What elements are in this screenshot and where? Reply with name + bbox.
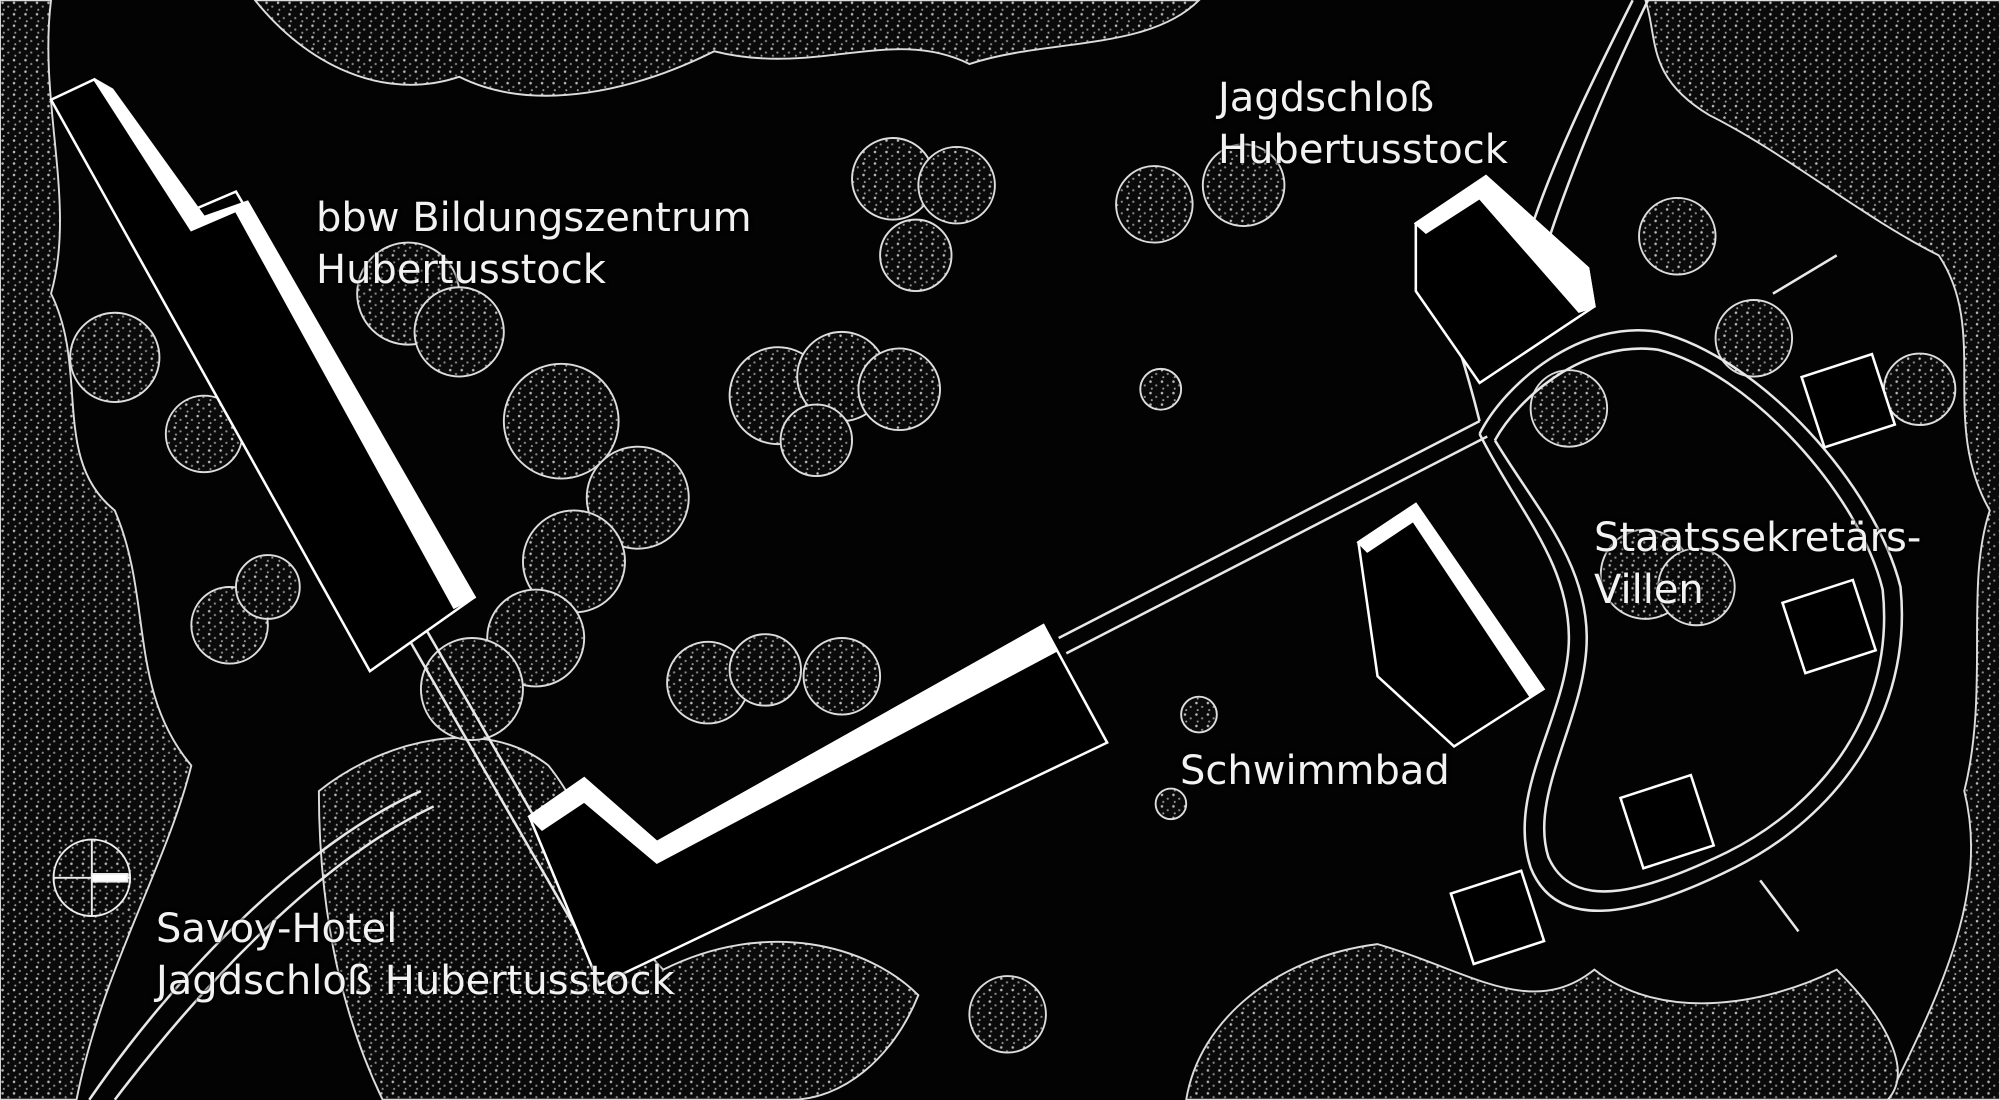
label-line: bbw Bildungszentrum bbox=[316, 195, 752, 241]
label-line: Jagdschloß bbox=[1218, 75, 1435, 121]
villa bbox=[1799, 352, 1897, 449]
label-line: Jagdschloß Hubertusstock bbox=[156, 958, 675, 1004]
label-line: Savoy-Hotel bbox=[156, 906, 398, 952]
label-line: Hubertusstock bbox=[1218, 127, 1508, 173]
label-bbw-bildungszentrum: bbw Bildungszentrum Hubertusstock bbox=[316, 192, 752, 296]
forest-left bbox=[0, 0, 193, 1100]
villa bbox=[1780, 578, 1878, 675]
label-line: Hubertusstock bbox=[316, 247, 606, 293]
label-jagdschloss: Jagdschloß Hubertusstock bbox=[1218, 72, 1508, 176]
label-line: Villen bbox=[1594, 567, 1704, 613]
roads bbox=[88, 0, 1904, 1100]
label-staatssekretaers-villen: Staatssekretärs- Villen bbox=[1594, 512, 1921, 616]
label-line: Schwimmbad bbox=[1180, 748, 1450, 794]
forest-right bbox=[1644, 0, 2000, 1100]
villa bbox=[1449, 869, 1546, 966]
north-arrow-icon bbox=[52, 838, 132, 918]
buildings bbox=[49, 77, 1897, 987]
label-schwimmbad: Schwimmbad bbox=[1180, 745, 1450, 797]
forest-top bbox=[253, 0, 1201, 97]
forest-bottom bbox=[1185, 943, 1899, 1100]
villa bbox=[1618, 773, 1716, 870]
label-line: Staatssekretärs- bbox=[1594, 515, 1922, 561]
label-savoy-hotel: Savoy-Hotel Jagdschloß Hubertusstock bbox=[156, 903, 675, 1007]
